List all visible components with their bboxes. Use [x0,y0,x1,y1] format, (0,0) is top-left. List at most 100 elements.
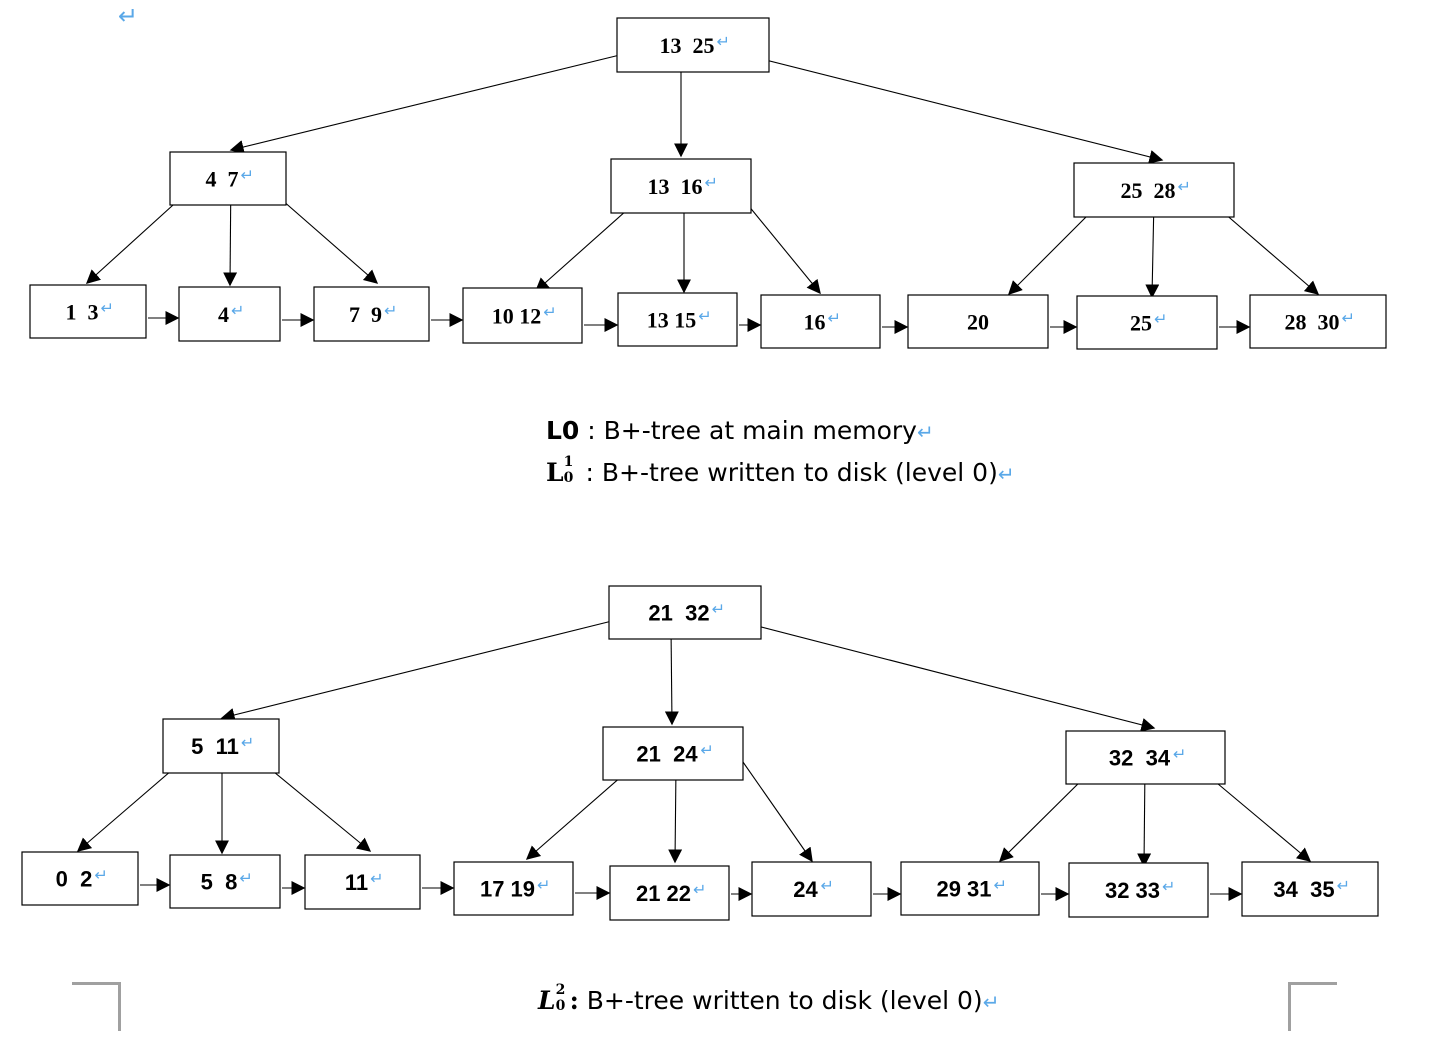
tree1-leaf-node-8-box [1249,294,1387,349]
caption-l0-1-sup: 1 [563,454,574,470]
tree1-leaf-node-0-keys: 1 3 [66,300,99,325]
caption-l0-1-label: L [546,458,564,487]
caption-l0-1-text: : B+-tree written to disk (level 0) [577,458,998,487]
tree2-leaf-node-3-keys: 17 19 [480,877,535,902]
tree1-leaf-node-2: 7 9↵ [313,286,430,342]
tree1-leaf-node-4-keys: 13 15 [647,308,697,333]
tree1-internal-1-edge-2 [738,193,821,295]
tree2-leaf-node-0-keys: 0 2 [56,867,93,892]
tree1-internal-node-1-keys: 13 16 [648,174,703,199]
tree1-internal-node-0: 4 7↵ [169,151,287,206]
tree1-root-edge-0 [229,52,629,154]
tree1-leaf-node-8: 28 30↵ [1249,294,1387,349]
page-corner-mark-right [1288,982,1337,1031]
tree2-leaf-node-8-box [1241,861,1379,917]
tree2-leaf-node-5-box [751,861,872,917]
paragraph-mark-icon: ↵ [717,32,730,51]
paragraph-mark-icon: ↵ [231,301,244,320]
tree2-leaf-node-8: 34 35↵ [1241,861,1379,917]
tree1-root-node-box [616,17,770,73]
tree2-leaf-node-4: 21 22↵ [609,865,730,921]
tree2-internal-node-1-box [602,726,744,781]
paragraph-mark-icon: ↵ [820,876,833,895]
paragraph-mark-icon: ↵ [241,733,254,752]
tree1-leaf-node-5-keys: 16 [804,310,826,335]
tree1-leaf-node-7-keys: 25 [1130,311,1152,336]
caption-l0-2-text: B+-tree written to disk (level 0) [578,986,983,1015]
tree1-internal-node-2-box [1073,162,1235,218]
paragraph-mark-icon: ↵ [1162,877,1175,896]
tree1-leaf-node-5-box [760,294,881,349]
paragraph-mark-icon: ↵ [118,2,139,30]
tree1-leaf-node-7-box [1076,295,1218,350]
tree1-leaf-node-3: 10 12↵ [462,287,583,344]
tree2-internal-node-2-keys: 32 34 [1109,746,1171,771]
tree1-leaf-node-2-box [313,286,430,342]
tree1-root-edge-2 [737,52,1164,164]
tree1-leaf-node-5: 16↵ [760,294,881,349]
paragraph-mark-icon: ↵ [1173,745,1186,764]
paragraph-mark-icon: ↵ [101,299,114,318]
caption-l0-2-sub: 0 [555,998,566,1014]
caption-l0-label: L0 [546,416,580,445]
tree1-leaf-node-4: 13 15↵ [617,292,738,347]
caption-l0-2-sup: 2 [555,982,566,998]
tree1-root-node: 13 25↵ [616,17,770,73]
tree2-leaf-node-6-box [900,861,1040,916]
paragraph-mark-icon: ↵ [700,741,713,760]
tree1-leaf-node-0-box [29,284,147,339]
tree2-leaf-node-1: 5 8↵ [169,854,281,909]
tree2-leaf-node-1-box [169,854,281,909]
tree1-leaf-node-6: 20 [907,294,1049,349]
page-corner-mark-left [72,982,121,1031]
paragraph-mark-icon: ↵ [982,990,1000,1014]
paragraph-mark-icon: ↵ [543,303,556,322]
tree2-leaf-node-7: 32 33↵ [1068,862,1209,918]
tree-l0: 13 25↵4 7↵13 16↵25 28↵1 3↵4↵7 9↵10 12↵13… [29,17,1387,350]
tree2-internal-node-2-box [1065,730,1226,785]
tree2-leaf-node-2-box [304,854,421,910]
tree2-internal-node-1-keys: 21 24 [636,742,698,767]
tree2-leaf-node-2-keys: 11 [345,870,368,895]
paragraph-mark-icon: ↵ [712,600,725,619]
tree2-root-edge-2 [729,618,1156,732]
tree1-leaf-node-1-keys: 4 [218,302,229,327]
paragraph-mark-icon: ↵ [705,173,718,192]
tree2-internal-node-0-keys: 5 11 [191,734,239,759]
paragraph-mark-icon: ↵ [1178,177,1191,196]
tree2-root-node: 21 32↵ [608,585,762,640]
caption-l0-2-colon: : [569,986,579,1015]
paragraph-mark-icon: ↵ [698,307,711,326]
tree1-internal-node-0-keys: 4 7 [206,167,239,192]
tree2-leaf-node-3: 17 19↵ [453,861,574,916]
tree2-leaf-node-0: 0 2↵ [21,851,139,906]
tree2-leaf-node-7-box [1068,862,1209,918]
tree2-internal-1-edge-2 [742,761,813,863]
tree2-leaf-node-8-keys: 34 35 [1273,877,1334,902]
paragraph-mark-icon: ↵ [384,301,397,320]
paragraph-mark-icon: ↵ [1337,876,1350,895]
tree1-leaf-node-4-box [617,292,738,347]
tree1-internal-node-1: 13 16↵ [610,158,752,214]
tree2-leaf-node-5: 24↵ [751,861,872,917]
tree2-leaf-node-4-keys: 21 22 [636,881,691,906]
caption-l0-2-label: L [538,986,556,1015]
tree1-internal-node-1-box [610,158,752,214]
paragraph-mark-icon: ↵ [94,866,107,885]
tree2-leaf-node-3-box [453,861,574,916]
paragraph-mark-icon: ↵ [239,869,252,888]
tree1-root-node-keys: 13 25 [660,33,715,58]
tree2-leaf-node-2: 11↵ [304,854,421,910]
tree2-root-edge-1 [664,626,679,726]
paragraph-mark-icon: ↵ [370,869,383,888]
tree2-root-node-box [608,585,762,640]
tree1-internal-node-2-keys: 25 28 [1121,178,1176,203]
tree2-leaf-node-1-keys: 5 8 [201,870,238,895]
paragraph-mark-icon: ↵ [1342,309,1355,328]
tree2-internal-node-0-box [162,718,280,774]
tree2-root-edge-0 [220,618,621,722]
tree-l0-2: 21 32↵5 11↵21 24↵32 34↵0 2↵5 8↵11↵17 19↵… [21,585,1379,921]
tree2-internal-node-1: 21 24↵ [602,726,744,781]
